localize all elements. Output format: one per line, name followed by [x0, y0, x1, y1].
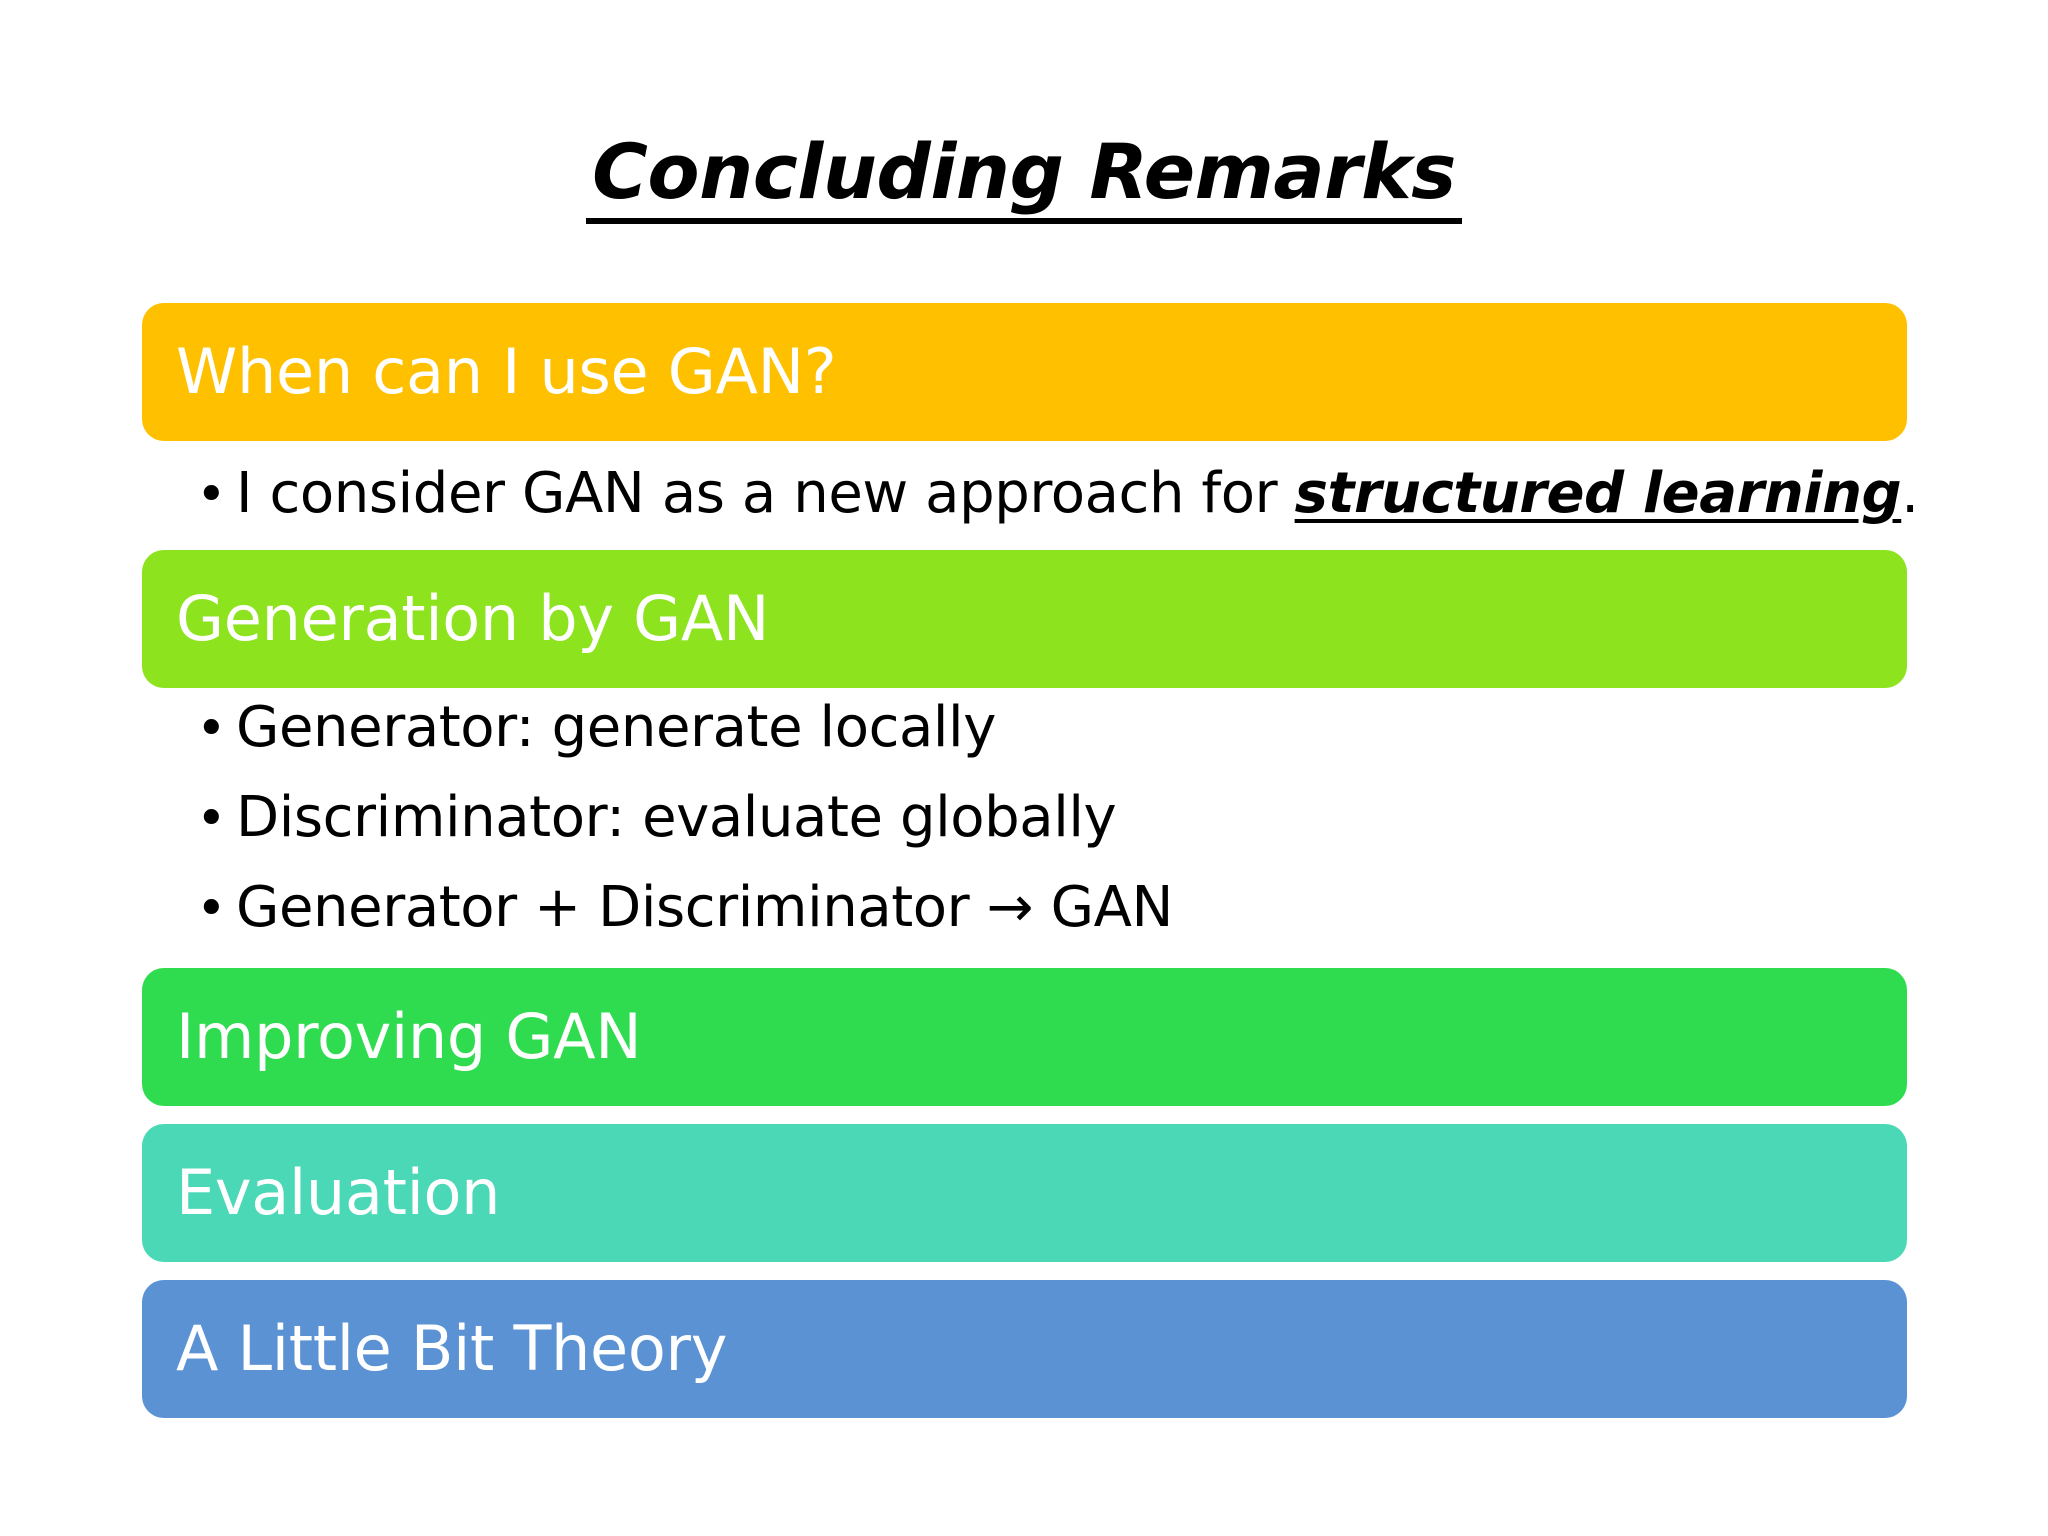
- section-banner-generation-by-gan[interactable]: Generation by GAN: [142, 550, 1907, 688]
- bullet-point-icon: •: [196, 879, 227, 939]
- bullet-text: Discriminator: evaluate globally: [236, 785, 1117, 850]
- section-banner-label: Evaluation: [176, 1156, 501, 1229]
- bullet-point-icon: •: [196, 699, 227, 759]
- bullet-text: Generator: generate locally: [236, 695, 996, 760]
- section-banner-improving-gan[interactable]: Improving GAN: [142, 968, 1907, 1106]
- slide-title-container: Concluding Remarks: [0, 132, 2048, 224]
- section-banner-label: When can I use GAN?: [176, 335, 837, 408]
- bullet-point-icon: •: [196, 465, 227, 525]
- list-item: • Discriminator: evaluate globally: [196, 785, 1117, 850]
- section-banner-evaluation[interactable]: Evaluation: [142, 1124, 1907, 1262]
- bullet-text-emphasis: structured learning: [1294, 461, 1902, 526]
- list-item: • Generator: generate locally: [196, 700, 996, 756]
- section-banner-label: Generation by GAN: [176, 582, 770, 655]
- bullet-text: I consider GAN as a new approach for str…: [236, 466, 1919, 522]
- bullet-text-trail: .: [1901, 461, 1919, 526]
- section-banner-when-can-i-use-gan[interactable]: When can I use GAN?: [142, 303, 1907, 441]
- section-banner-label: Improving GAN: [176, 1000, 642, 1073]
- bullet-text: Generator + Discriminator → GAN: [236, 875, 1174, 940]
- list-item: • Generator + Discriminator → GAN: [196, 880, 1173, 936]
- bullet-point-icon: •: [196, 789, 227, 849]
- bullet-text-lead: I consider GAN as a new approach for: [236, 461, 1295, 526]
- section-banner-label: A Little Bit Theory: [176, 1312, 728, 1385]
- page-title: Concluding Remarks: [586, 132, 1462, 224]
- list-item: • I consider GAN as a new approach for s…: [196, 466, 1919, 522]
- section-banner-a-little-bit-theory[interactable]: A Little Bit Theory: [142, 1280, 1907, 1418]
